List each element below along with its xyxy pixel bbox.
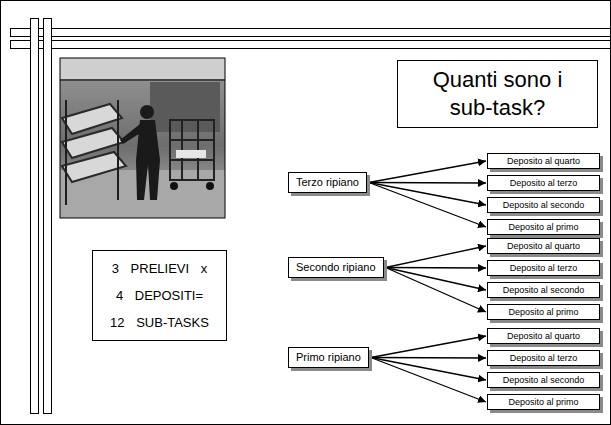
target-box: Deposito al primo bbox=[487, 219, 600, 235]
target-box: Deposito al terzo bbox=[487, 350, 600, 366]
arrow-connector bbox=[369, 161, 486, 183]
arrow-connector bbox=[371, 357, 486, 359]
box-label: Deposito al secondo bbox=[494, 198, 593, 212]
box-label: Deposito al terzo bbox=[494, 351, 593, 365]
arrow-connector bbox=[371, 358, 486, 403]
warehouse-photo bbox=[60, 58, 225, 218]
box-label: Deposito al quarto bbox=[494, 329, 593, 343]
arrow-connector bbox=[386, 246, 486, 268]
box-label: Terzo ripiano bbox=[296, 175, 359, 190]
arrow-connector bbox=[386, 267, 486, 269]
box-label: Primo ripiano bbox=[296, 350, 361, 365]
target-box: Deposito al quarto bbox=[487, 238, 600, 254]
source-box: Secondo ripiano bbox=[288, 257, 384, 278]
frame-bar bbox=[31, 19, 39, 414]
arrow-connector bbox=[371, 358, 486, 381]
box-label: Deposito al secondo bbox=[494, 283, 593, 297]
title-box: Quanti sono i sub-task? bbox=[397, 60, 598, 128]
target-box: Deposito al quarto bbox=[487, 153, 600, 169]
frame-bars bbox=[11, 19, 611, 414]
arrow-connector bbox=[386, 268, 486, 291]
target-box: Deposito al secondo bbox=[487, 197, 600, 213]
frame-bar bbox=[11, 29, 611, 37]
box-label: Deposito al quarto bbox=[494, 154, 593, 168]
target-box: Deposito al quarto bbox=[487, 328, 600, 344]
arrow-connector bbox=[386, 268, 486, 313]
target-box: Deposito al terzo bbox=[487, 260, 600, 276]
target-box: Deposito al secondo bbox=[487, 372, 600, 388]
box-label: Deposito al terzo bbox=[494, 261, 593, 275]
arrow-connector bbox=[371, 336, 486, 358]
box-label: Deposito al terzo bbox=[494, 176, 593, 190]
source-box: Primo ripiano bbox=[288, 347, 369, 368]
target-box: Deposito al secondo bbox=[487, 282, 600, 298]
summary-box: 3 PRELIEVI x 4 DEPOSITI= 12 SUB-TASKS bbox=[92, 250, 227, 341]
box-label: Secondo ripiano bbox=[296, 260, 376, 275]
source-box: Terzo ripiano bbox=[288, 172, 367, 193]
arrow-connector bbox=[369, 183, 486, 206]
target-box: Deposito al terzo bbox=[487, 175, 600, 191]
frame-bar bbox=[11, 41, 611, 49]
box-label: Deposito al primo bbox=[494, 395, 593, 409]
box-label: 3 PRELIEVI x 4 DEPOSITI= 12 SUB-TASKS bbox=[107, 255, 212, 336]
arrow-connector bbox=[369, 183, 486, 228]
arrow-connector bbox=[369, 182, 486, 184]
box-label: Deposito al secondo bbox=[494, 373, 593, 387]
box-label: Deposito al primo bbox=[494, 305, 593, 319]
frame-bar bbox=[44, 19, 52, 414]
slide-title: Quanti sono i sub-task? bbox=[418, 66, 577, 122]
box-label: Deposito al primo bbox=[494, 220, 593, 234]
target-box: Deposito al primo bbox=[487, 304, 600, 320]
target-box: Deposito al primo bbox=[487, 394, 600, 410]
box-label: Deposito al quarto bbox=[494, 239, 593, 253]
